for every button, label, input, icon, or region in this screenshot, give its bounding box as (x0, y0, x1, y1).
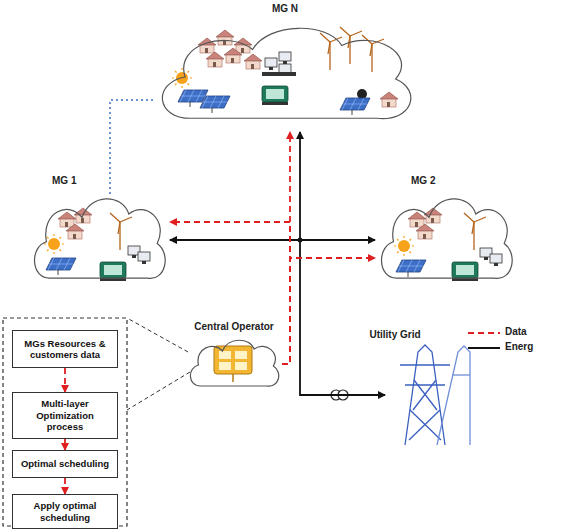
legend-text: Energ (505, 341, 533, 352)
data-link (282, 132, 290, 364)
microgrid-cloud: MG 2 (375, 188, 517, 292)
data-link (64, 478, 66, 494)
cloud-outline (28, 188, 170, 292)
server-icon (214, 346, 252, 382)
zoom-line (127, 372, 190, 410)
process-box: Apply optimal scheduling (12, 494, 118, 529)
process-box: MGs Resources & customers data (12, 330, 118, 368)
node-heading: Utility Grid (325, 329, 465, 342)
zoom-line (127, 318, 188, 352)
microgrid-cloud: MG N (150, 16, 420, 134)
legend-line-sample (468, 347, 500, 349)
data-link (64, 368, 66, 392)
node-heading: MG N (150, 3, 420, 16)
cloud-outline (150, 16, 420, 134)
step-text: Optimal scheduling (17, 455, 113, 472)
node-heading: Central Operator (176, 321, 292, 334)
cloud-outline (186, 334, 282, 394)
dotted-link (110, 100, 154, 194)
microgrid-cloud: Central Operator (186, 334, 282, 394)
microgrid-cloud: MG 1 (28, 188, 170, 292)
transmission-tower (400, 345, 470, 445)
process-box: Optimal scheduling (12, 450, 118, 478)
data-link (64, 439, 66, 450)
node-heading: MG 2 (411, 175, 435, 188)
process-box: Multi-layer Optimization process (12, 392, 118, 439)
data-link (282, 258, 375, 364)
step-text: Apply optimal scheduling (13, 497, 117, 526)
step-text: Multi-layer Optimization process (13, 395, 117, 435)
cloud-outline (375, 188, 517, 292)
energy-link (300, 132, 385, 395)
step-text: MGs Resources & customers data (13, 335, 117, 364)
node-heading: MG 1 (52, 175, 76, 188)
legend-text: Data (505, 326, 527, 337)
legend-line-sample (468, 332, 500, 334)
energy-link (170, 239, 375, 241)
grid-node: Utility Grid (385, 342, 465, 447)
